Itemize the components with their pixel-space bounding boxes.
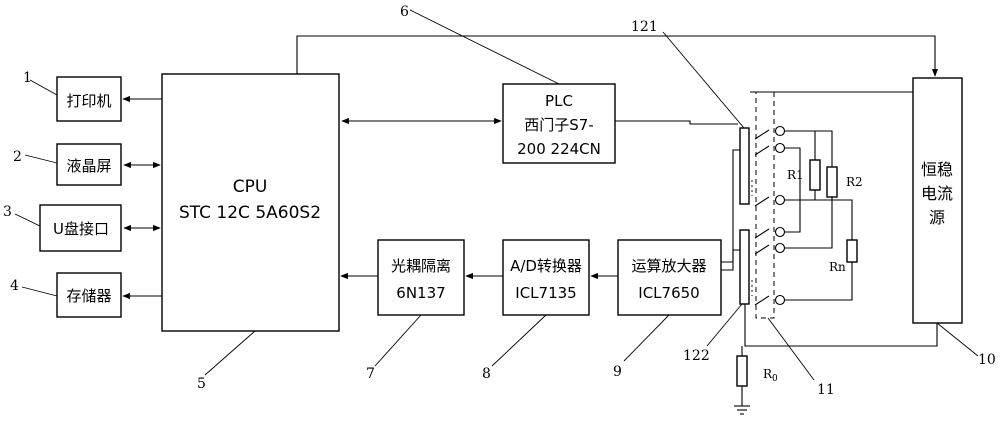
callout-122: 122 [683,348,710,364]
callout-4: 4 [10,278,19,294]
source-label-2: 电流 [921,184,953,203]
lcd-label: 液晶屏 [66,157,111,175]
amp-label-2: ICL7650 [638,284,699,302]
storage-label: 存储器 [66,287,111,305]
callout-1: 1 [23,70,32,86]
peripheral-connections [122,95,162,300]
cpu-label-1: CPU [233,177,268,197]
r2-label: R2 [846,175,863,189]
callout-6: 6 [400,4,409,20]
opto-label-2: 6N137 [396,284,445,302]
callouts: 1 2 3 4 5 6 7 8 9 10 11 121 122 [3,4,996,398]
source-label-3: 源 [929,208,945,227]
rn-label: Rn [829,260,846,274]
storage-block: 存储器 [56,272,122,318]
lcd-block: 液晶屏 [56,143,122,186]
plc-label-3: 200 224CN [517,140,601,158]
source-label-1: 恒稳 [921,160,953,179]
callout-8: 8 [482,366,491,382]
callout-121: 121 [631,19,658,35]
resistor-r1 [809,159,821,191]
opto-label-1: 光耦隔离 [391,257,451,275]
plc-label-1: PLC [545,92,573,110]
r1-label: R1 [787,168,804,182]
plc-block: PLC 西门子S7- 200 224CN [502,83,616,164]
printer-label: 打印机 [66,92,111,110]
usb-block: U盘接口 [39,204,122,252]
callout-7: 7 [366,366,375,382]
resistor-rn [846,239,858,263]
r0-label: R0 [763,367,778,384]
relay-switch-assembly [721,91,913,319]
adc-label-1: A/D转换器 [510,257,582,275]
callout-2: 2 [13,149,22,165]
adc-block: A/D转换器 ICL7135 [502,239,590,316]
callout-5: 5 [197,376,206,392]
resistor-r0 [736,355,748,387]
callout-11: 11 [817,382,835,398]
callout-9: 9 [613,364,622,380]
data-connections [296,35,939,280]
printer-block: 打印机 [56,76,122,122]
callout-10: 10 [978,352,996,368]
callout-3: 3 [3,204,12,220]
amp-label-1: 运算放大器 [631,257,706,275]
cpu-block: CPU STC 12C 5A60S2 [161,73,340,332]
ground-path: R0 [734,304,938,415]
amplifier-block: 运算放大器 ICL7650 [617,239,722,316]
resistor-network: R1 R2 Rn [785,130,863,301]
current-source-block: 恒稳 电流 源 [912,77,963,324]
resistor-r2 [826,166,838,198]
usb-label: U盘接口 [53,220,109,238]
opto-isolator-block: 光耦隔离 6N137 [377,239,465,316]
cpu-label-2: STC 12C 5A60S2 [179,203,321,223]
plc-label-2: 西门子S7- [524,116,593,134]
adc-label-2: ICL7135 [515,284,576,302]
